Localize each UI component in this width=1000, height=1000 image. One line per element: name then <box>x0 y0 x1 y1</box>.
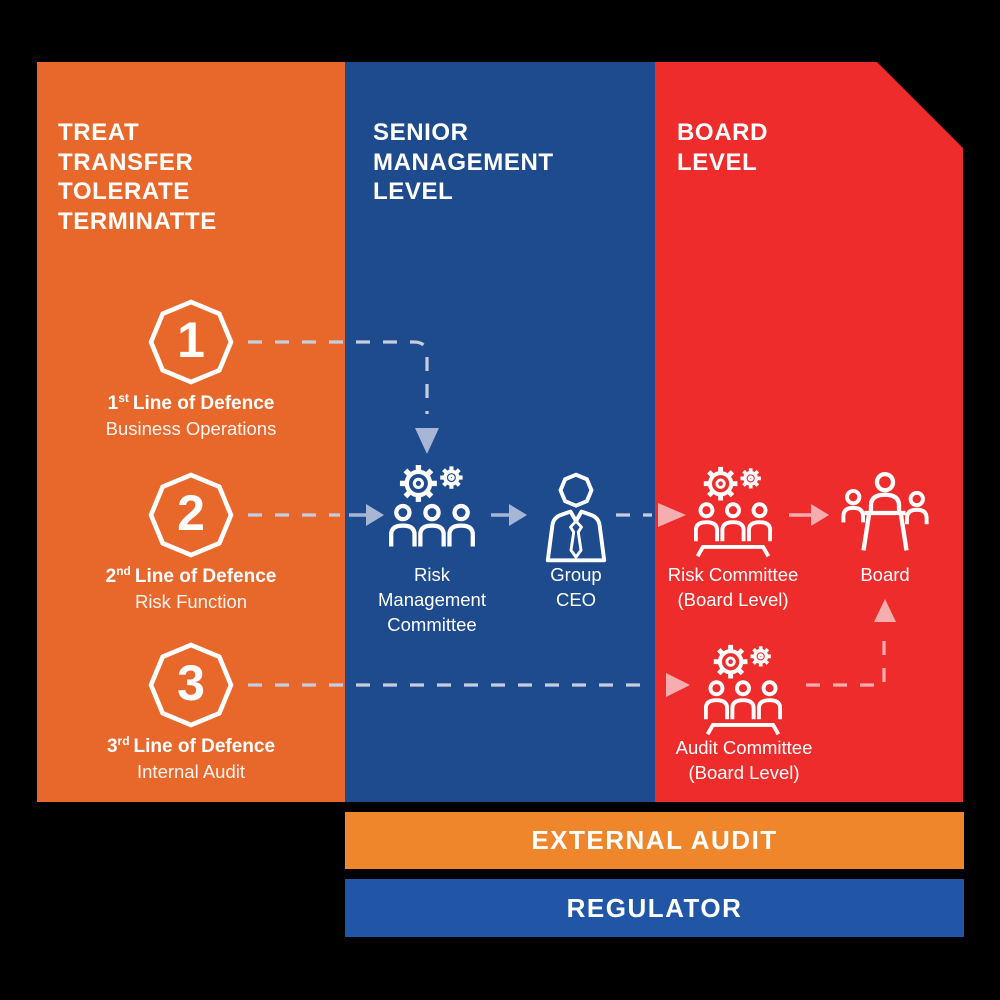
audit-committee-label: Audit Committee (Board Level) <box>675 737 813 783</box>
heading-line: TOLERATE <box>58 178 190 205</box>
board-level-column: BOARD LEVEL <box>655 62 963 802</box>
regulator-label: REGULATOR <box>566 892 743 923</box>
heading-line: TRANSFER <box>58 148 194 176</box>
right-column-heading: BOARD LEVEL <box>677 118 768 177</box>
external-audit-label: EXTERNAL AUDIT <box>531 825 778 855</box>
left-column-heading: TREAT TRANSFER TOLERATE TERMINATTE <box>58 118 217 236</box>
group-ceo-label: Group CEO <box>550 564 602 610</box>
defence-number: 2 <box>177 485 205 541</box>
committee-icon <box>389 464 475 565</box>
heading-line: MANAGEMENT <box>373 148 554 176</box>
octagon-3-icon: 3 <box>147 641 235 729</box>
board-committee-icon <box>704 644 782 736</box>
heading-line: TREAT <box>58 119 140 146</box>
board-label: Board <box>860 564 910 585</box>
heading-line: TERMINATTE <box>58 207 217 235</box>
octagon-1-icon: 1 <box>147 298 235 386</box>
ceo-icon <box>545 472 607 563</box>
middle-column-heading: SENIOR MANAGEMENT LEVEL <box>373 118 554 207</box>
heading-line: BOARD <box>677 119 768 146</box>
heading-line: LEVEL <box>373 178 454 205</box>
heading-line: LEVEL <box>677 148 758 176</box>
board-icon <box>840 470 930 556</box>
defence-sublabel: Risk Function <box>134 591 248 612</box>
risk-management-committee-label: Risk Management Committee <box>378 564 486 635</box>
treat-transfer-column: TREAT TRANSFER TOLERATE TERMINATTE 1 1st… <box>37 62 345 802</box>
defence-number: 3 <box>177 655 205 711</box>
board-committee-icon <box>694 466 772 558</box>
senior-management-column: SENIOR MANAGEMENT LEVEL <box>345 62 655 802</box>
risk-committee-label: Risk Committee (Board Level) <box>667 564 799 610</box>
regulator-bar: REGULATOR <box>345 879 964 937</box>
defence-number: 1 <box>177 312 205 368</box>
heading-line: SENIOR <box>373 119 469 146</box>
octagon-2-icon: 2 <box>147 471 235 559</box>
external-audit-bar: EXTERNAL AUDIT <box>345 812 964 869</box>
defence-sublabel: Internal Audit <box>137 761 245 782</box>
defence-sublabel: Business Operations <box>105 418 277 439</box>
